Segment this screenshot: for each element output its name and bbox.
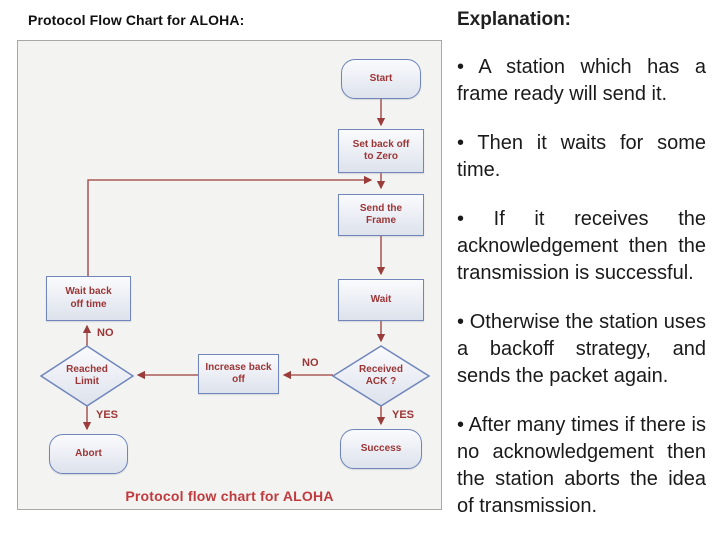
explanation-panel: Explanation: • A station which has a fra… [457, 8, 706, 542]
wait-backoff-node: Wait back off time [46, 276, 131, 321]
increase-backoff-node: Increase back off [198, 354, 279, 394]
branch-label-yes-received-ack: YES [392, 409, 415, 421]
branch-label-no-reached-limit: NO [97, 327, 114, 339]
success-node: Success [340, 429, 422, 469]
explanation-bullet-3: • If it receives the acknowledgement the… [457, 208, 706, 284]
start-node: Start [341, 59, 421, 99]
explanation-bullet-1: • A station which has a frame ready will… [457, 56, 706, 105]
set-backoff-node: Set back off to Zero [338, 129, 424, 173]
flowchart-caption: Protocol flow chart for ALOHA [125, 488, 334, 504]
explanation-heading: Explanation: [457, 9, 572, 30]
explanation-bullet-2: • Then it waits for some time. [457, 132, 706, 181]
page-title: Protocol Flow Chart for ALOHA: [28, 12, 245, 28]
wait-node: Wait [338, 279, 424, 321]
send-frame-node: Send the Frame [338, 194, 424, 236]
edge-waitbackoff-to-sendframe [87, 175, 373, 276]
explanation-bullet-4: • Otherwise the station uses a backoff s… [457, 311, 706, 387]
abort-node: Abort [49, 434, 128, 474]
reached-limit-diamond [39, 345, 135, 407]
received-ack-diamond [331, 345, 431, 407]
flowchart-connectors [39, 99, 431, 431]
explanation-bullet-5: • After many times if there is no acknow… [457, 414, 706, 517]
flowchart-panel: Start Set back off to Zero Send the Fram… [17, 40, 442, 510]
branch-label-yes-reached-limit: YES [96, 409, 119, 421]
branch-label-no-received-ack: NO [302, 357, 319, 369]
